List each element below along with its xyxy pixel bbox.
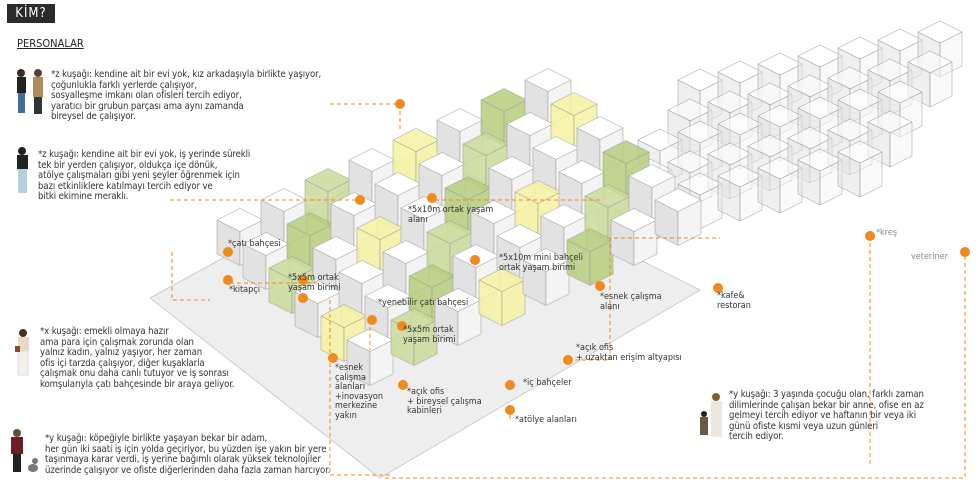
marker-dot: [563, 355, 573, 365]
marker-dot: [470, 255, 480, 265]
marker-dot: [398, 380, 408, 390]
ghost-module: [907, 50, 953, 74]
marker-dot: [367, 315, 377, 325]
building-module: [524, 68, 572, 92]
marker-dot: [505, 405, 515, 415]
marker-dot: [505, 380, 515, 390]
label-veterinary: veteriner: [911, 252, 948, 262]
building-module: [654, 188, 702, 212]
marker-dots: [223, 99, 970, 415]
marker-dot: [328, 353, 338, 363]
work-module: [550, 92, 598, 116]
marker-dot: [395, 99, 405, 109]
marker-dot: [223, 247, 233, 257]
label-mini-garden-unit: *5x10m mini bahçeli ortak yaşam birimi: [499, 253, 584, 273]
label-flex-innovation: *esnek çalışma alanları +inovasyon merke…: [335, 363, 383, 421]
marker-dot: [298, 293, 308, 303]
label-flexible-work: *esnek çalışma alanı: [600, 292, 662, 312]
label-living-unit-5x5: *5x5m ortak yaşam birimi: [288, 273, 341, 293]
label-edible-roof-garden: *yenebilir çatı bahçesi: [378, 298, 469, 308]
ghost-module: [867, 110, 913, 134]
label-bookstore: *kitapçı: [229, 285, 260, 295]
persona-description: *y kuşağı: 3 yaşında çocuğu olan, farklı…: [729, 389, 924, 442]
man-with-dog-figure-icon: [8, 428, 40, 480]
persona-description: *z kuşağı: kendine ait bir evi yok, kız …: [51, 69, 322, 122]
persona-description: *z kuşağı: kendine ait bir evi yok, iş y…: [38, 149, 251, 202]
marker-dot: [427, 193, 437, 203]
persona-description: *y kuşağı: köpeğiyle birlikte yaşayan be…: [45, 433, 331, 476]
woman-figure-icon: [12, 146, 34, 202]
marker-dot: [397, 321, 407, 331]
building-modules: [216, 68, 702, 386]
marker-dot: [355, 195, 365, 205]
personas-heading: PERSONALAR: [17, 37, 84, 50]
label-nursery: *kreş: [876, 228, 898, 238]
marker-dot: [223, 275, 233, 285]
building-module: [628, 164, 676, 188]
label-inner-gardens: *iç bahçeler: [523, 378, 572, 388]
label-living-area-5x10: *5x10m ortak yaşam alanı: [408, 205, 494, 225]
ghost-module: [877, 80, 923, 104]
label-living-unit-5x5-b: *5x5m ortak yaşam birimi: [403, 325, 456, 345]
ghost-module: [837, 140, 883, 164]
building-module: [576, 116, 624, 140]
label-roof-garden: *çatı bahçesi: [228, 239, 281, 249]
label-open-office-cabins: *açık ofis + bireysel çalışma kabinleri: [407, 387, 482, 416]
marker-dot: [713, 283, 723, 293]
label-cafe-restaurant: *kafe& restoran: [717, 291, 751, 311]
section-title: KİM?: [7, 4, 55, 23]
older-woman-figure-icon: [12, 328, 34, 384]
marker-dot: [960, 247, 970, 257]
label-open-office-remote: *açık ofis + uzaktan erişim altyapısı: [576, 343, 682, 363]
mother-child-figure-icon: [696, 392, 726, 444]
garden-module: [602, 140, 650, 164]
ghost-module: [917, 20, 963, 44]
couple-figure-icon: [12, 68, 48, 120]
marker-dot: [298, 275, 308, 285]
persona-description: *x kuşağı: emekli olmaya hazır ama para …: [40, 326, 235, 390]
marker-dot: [865, 231, 875, 241]
marker-dot: [595, 281, 605, 291]
label-workshops: *atölye alanları: [515, 415, 577, 425]
